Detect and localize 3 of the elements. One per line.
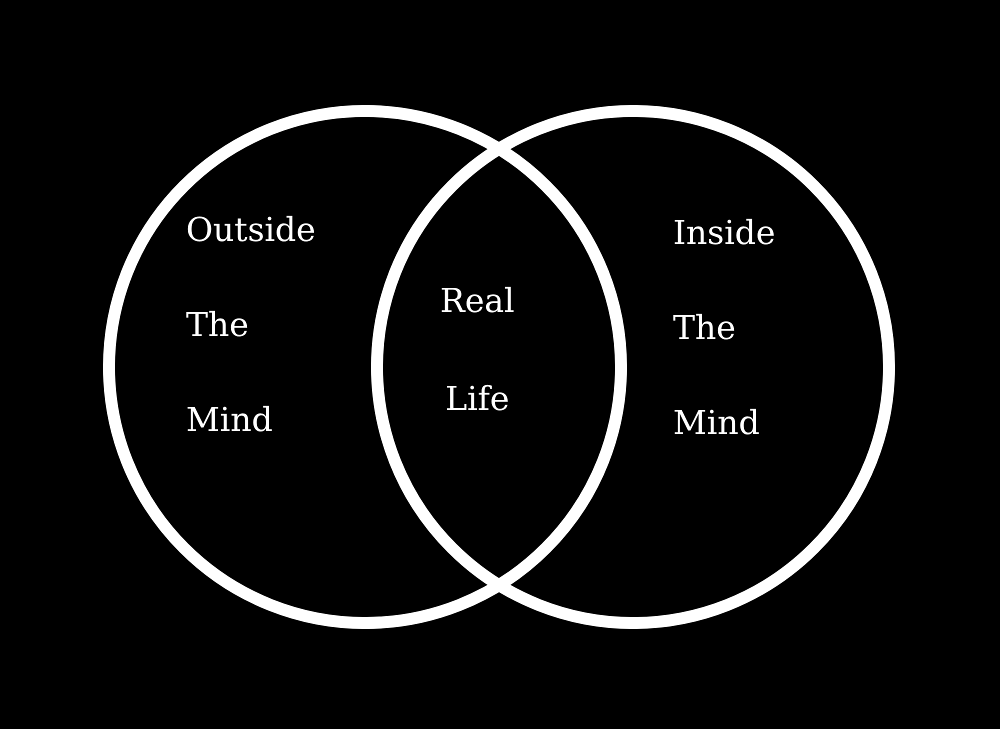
set-label: Outside The Mind bbox=[186, 209, 316, 441]
intersection-label: Real Life bbox=[440, 280, 515, 420]
set-label: Inside The Mind bbox=[673, 212, 776, 444]
